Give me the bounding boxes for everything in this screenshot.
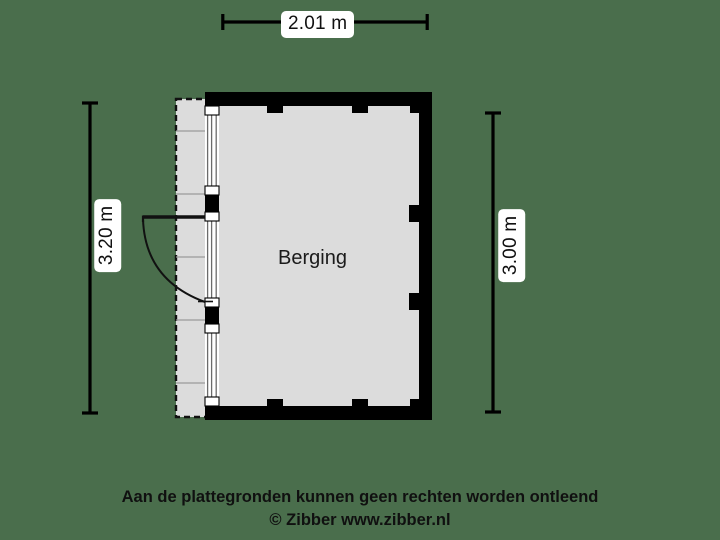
dimension-label-right: 3.00 m [498,208,526,283]
glazing-left-wall [204,105,220,407]
footer-line-2: © Zibber www.zibber.nl [269,511,451,529]
canopy-area [174,97,211,419]
door-swing-berging [141,215,213,303]
room-label-berging: Berging [278,247,347,269]
footer-disclaimer: Aan de plattegronden kunnen geen rechten… [0,486,720,532]
footer-line-1: Aan de plattegronden kunnen geen rechten… [121,488,599,506]
dimension-line-right [485,111,501,414]
dimension-label-top: 2.01 m [281,11,355,38]
dimension-label-left: 3.20 m [94,198,122,273]
room-floor-berging [219,106,419,406]
room-walls-berging [205,92,432,420]
canopy-divider-lines [176,130,209,384]
dimension-line-left [82,101,98,415]
